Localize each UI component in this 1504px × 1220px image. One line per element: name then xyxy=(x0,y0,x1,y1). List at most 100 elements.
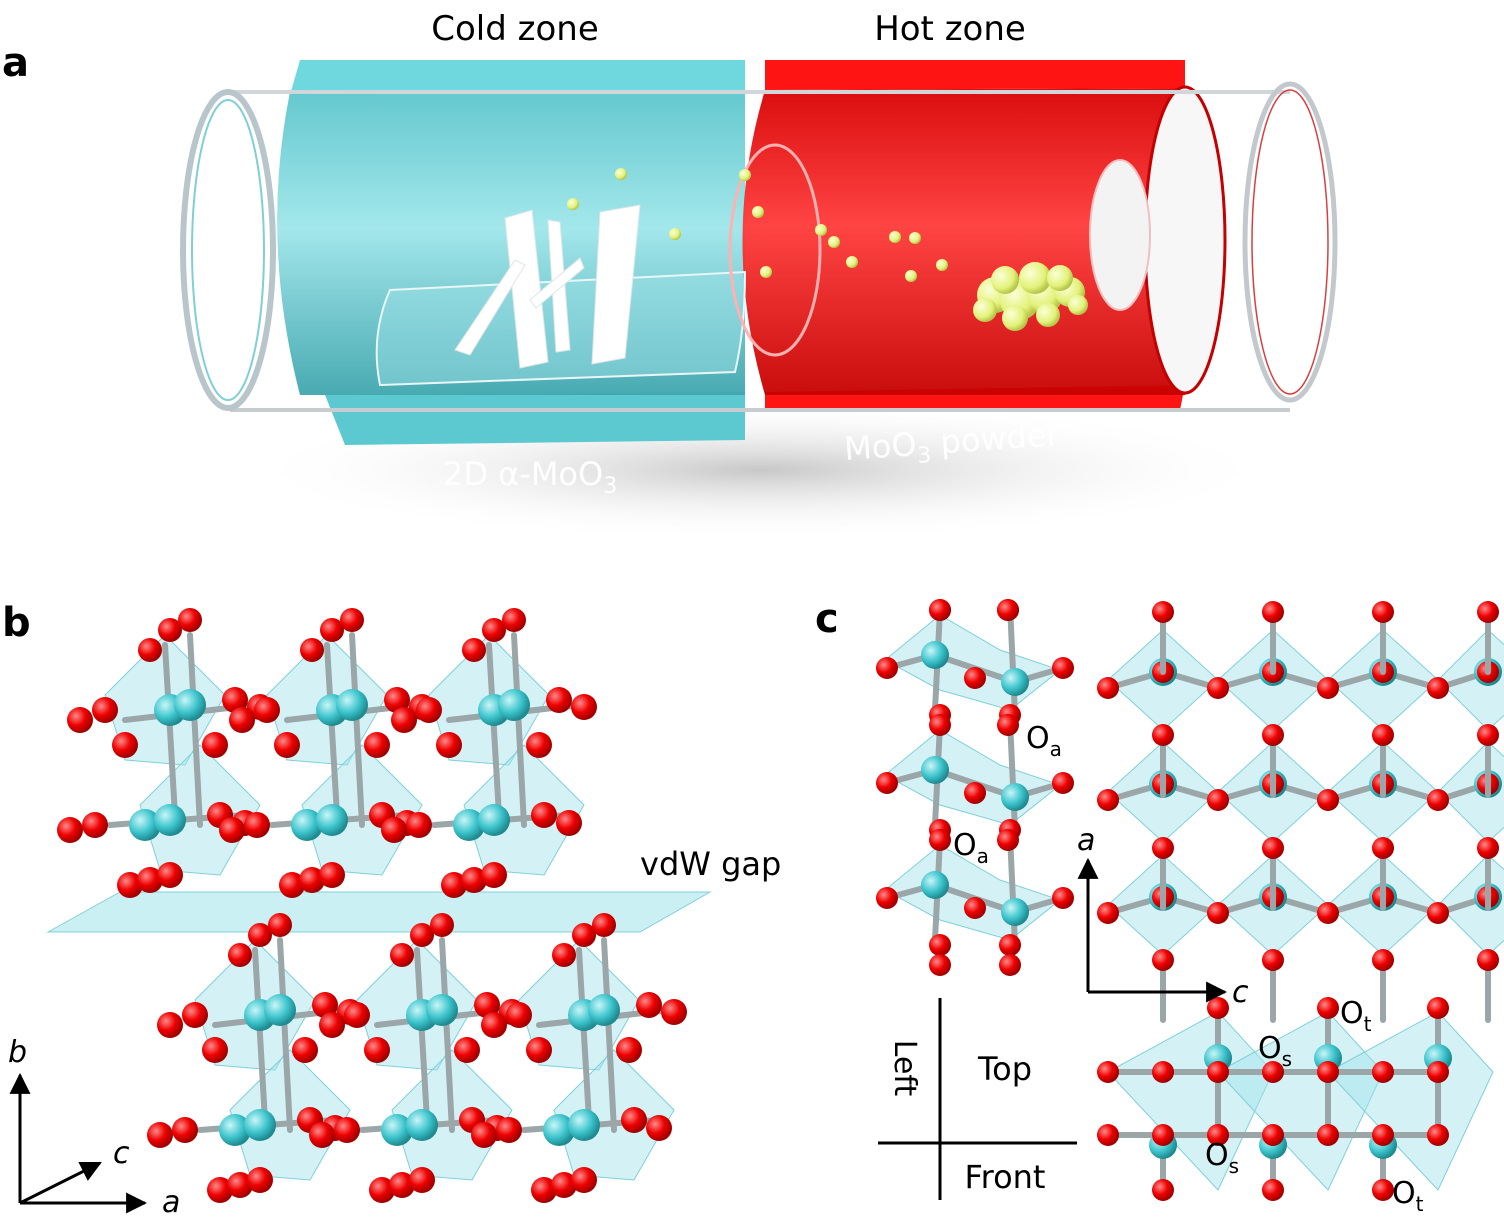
oxygen-atom xyxy=(1262,724,1284,746)
oxygen-atom xyxy=(1207,902,1229,924)
molybdenum-atom xyxy=(219,1114,251,1146)
oxygen-atom xyxy=(268,913,292,937)
oxygen-atom xyxy=(157,1012,183,1038)
oxygen-atom xyxy=(416,697,442,723)
ot-label-2: Ot xyxy=(1392,1176,1424,1216)
mo-o-bond xyxy=(576,947,592,1123)
oxygen-atom xyxy=(178,608,202,632)
oxygen-atom xyxy=(552,943,576,967)
oxygen-atom xyxy=(1207,677,1229,699)
inner-tube-end xyxy=(1089,159,1151,311)
oxygen-atom xyxy=(1152,1124,1174,1146)
oxygen-atom xyxy=(389,1172,415,1198)
molybdenum-atom xyxy=(543,1114,575,1146)
oxygen-atom xyxy=(461,867,487,893)
oxygen-atom xyxy=(496,1117,522,1143)
oxygen-atom xyxy=(636,992,662,1018)
oxygen-atom xyxy=(1372,1124,1394,1146)
inner-tube-hot xyxy=(728,143,822,357)
mo-o-bond xyxy=(1007,832,1018,948)
oxygen-atom xyxy=(1372,837,1394,859)
panel-c-letter: c xyxy=(815,596,839,642)
oxygen-atom xyxy=(997,829,1019,851)
axis-c-label-b: c xyxy=(113,1136,130,1171)
cold-zone-top-plate xyxy=(290,60,745,95)
oxygen-atom xyxy=(1427,997,1449,1019)
oxygen-atom xyxy=(1052,657,1074,679)
oxygen-atom xyxy=(997,714,1019,736)
view-key-left: Left xyxy=(887,1040,922,1097)
molybdenum-atom xyxy=(174,689,206,721)
oxygen-atom xyxy=(274,732,300,758)
oxygen-atom xyxy=(571,694,597,720)
oxygen-atom xyxy=(1477,837,1499,859)
oxygen-atom xyxy=(244,812,270,838)
product-label: 2D α-MoO3 xyxy=(443,455,617,499)
oxygen-atom xyxy=(551,1172,577,1198)
panel-b-axes xyxy=(9,1072,148,1214)
oxygen-atom xyxy=(1317,997,1339,1019)
oxygen-atom xyxy=(1097,902,1119,924)
molybdenum-atom xyxy=(453,809,485,841)
oxygen-atom xyxy=(1152,724,1174,746)
oxygen-atom xyxy=(309,1122,335,1148)
panel-c-projections: c Oa Oa Ot Os Os Ot a c Left Top Front xyxy=(815,596,1504,1216)
oxygen-atom xyxy=(646,1115,672,1141)
oxygen-atom xyxy=(202,1037,228,1063)
molybdenum-atom xyxy=(478,804,510,836)
oxygen-atom xyxy=(1207,789,1229,811)
oxygen-atom xyxy=(876,772,898,794)
oxygen-atom xyxy=(502,608,526,632)
oxygen-atom xyxy=(1052,887,1074,909)
oxygen-atom xyxy=(1262,1179,1284,1201)
oxygen-atom xyxy=(381,817,407,843)
oxygen-atom xyxy=(876,887,898,909)
oxygen-atom xyxy=(999,954,1021,976)
oxygen-atom xyxy=(390,943,414,967)
molybdenum-atom xyxy=(498,689,530,721)
mo-o-bond xyxy=(1007,602,1018,718)
oxygen-atom xyxy=(248,923,272,947)
mo-o-bond xyxy=(187,632,203,828)
quartz-tube xyxy=(180,81,1338,412)
oxygen-atom xyxy=(227,1172,253,1198)
molybdenum-atom xyxy=(1001,898,1029,926)
oxygen-atom xyxy=(1427,902,1449,924)
oxygen-atom xyxy=(1262,949,1284,971)
oa-label-2: Oa xyxy=(953,828,989,868)
top-view-structure xyxy=(1097,601,1504,1023)
oxygen-atom xyxy=(1052,772,1074,794)
vdw-gap-label: vdW gap xyxy=(640,845,781,883)
mo-o-bond xyxy=(486,642,502,818)
oxygen-atom xyxy=(571,1167,597,1193)
view-key-top: Top xyxy=(977,1050,1032,1088)
oxygen-atom xyxy=(436,732,462,758)
axis-a-label-c: a xyxy=(1077,823,1095,858)
panel-a-furnace-schematic: a xyxy=(2,9,1338,540)
cold-zone-bottom-plate xyxy=(325,392,745,445)
oxygen-atom xyxy=(430,913,454,937)
oxygen-atom xyxy=(410,923,434,947)
oxygen-atom xyxy=(621,1107,647,1133)
oxygen-atom xyxy=(391,707,417,733)
oxygen-atom xyxy=(1152,1179,1174,1201)
axis-a-label-b: a xyxy=(162,1185,180,1220)
hot-zone-opening xyxy=(1143,85,1227,395)
oxygen-atom xyxy=(929,934,951,956)
axis-c-label-c: c xyxy=(1232,975,1249,1010)
oxygen-atom xyxy=(384,687,410,713)
oxygen-atom xyxy=(320,618,344,642)
oxygen-atom xyxy=(531,802,557,828)
oxygen-atom xyxy=(964,667,986,689)
oxygen-atom xyxy=(1427,1061,1449,1083)
left-view-structure xyxy=(876,599,1074,976)
oxygen-atom xyxy=(1477,724,1499,746)
oxygen-atom xyxy=(1317,1124,1339,1146)
oxygen-atom xyxy=(481,862,507,888)
molybdenum-atom xyxy=(264,994,296,1026)
oxygen-atom xyxy=(964,782,986,804)
oxygen-atom xyxy=(247,1167,273,1193)
molybdenum-atom xyxy=(588,994,620,1026)
oxygen-atom xyxy=(1262,1061,1284,1083)
